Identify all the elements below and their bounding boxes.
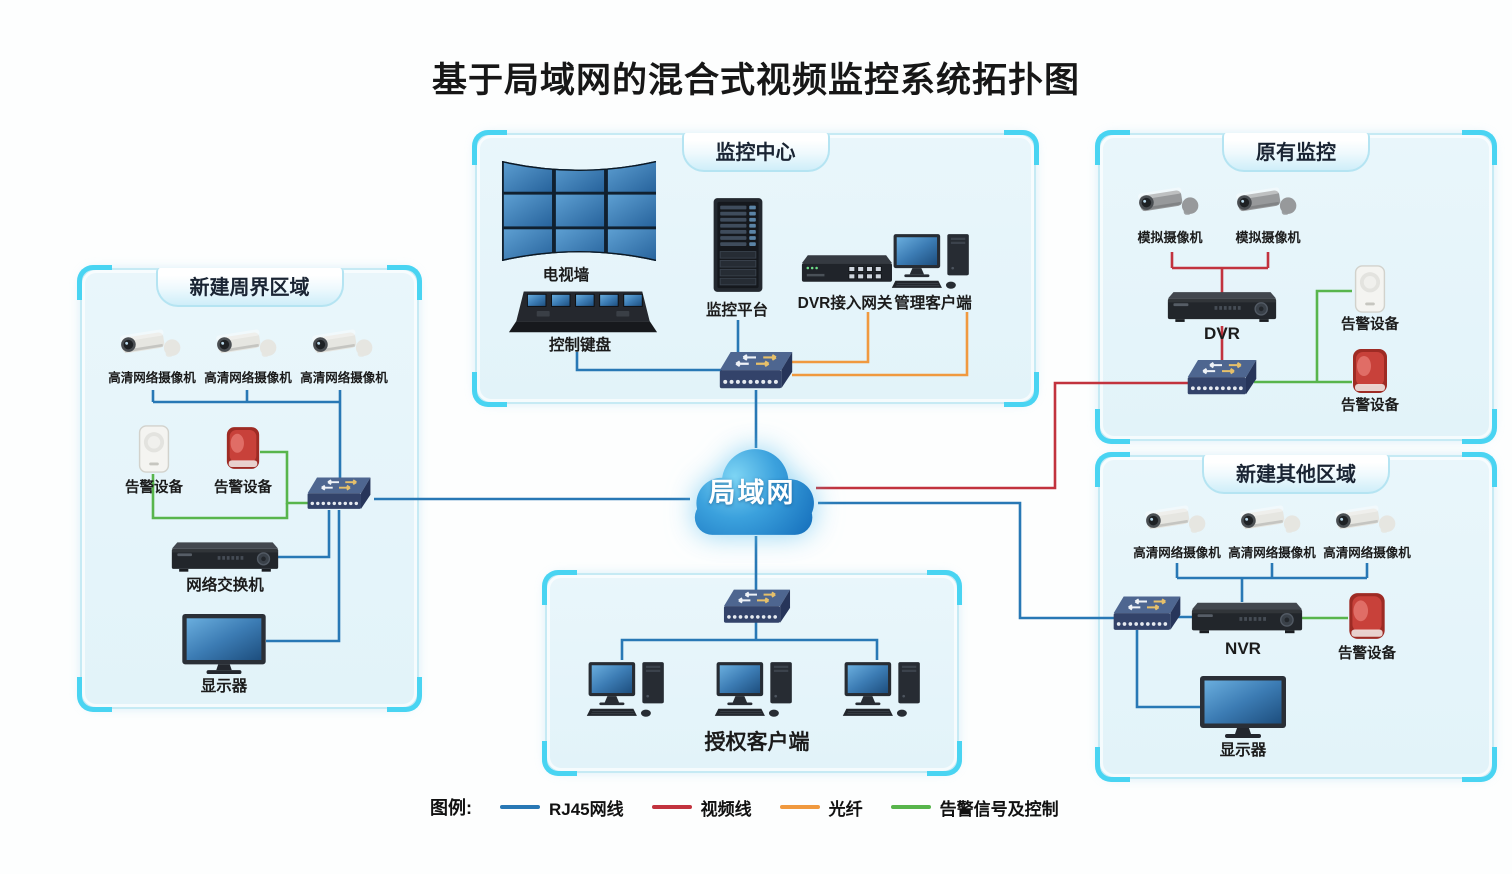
clients-label: 授权客户端 [704, 731, 810, 754]
ip-camera-label: 高清网络摄像机 [1228, 546, 1316, 560]
platform-server-icon [708, 192, 768, 298]
alarm-sensor-label: 告警设备 [125, 480, 183, 496]
zone-title-other-area: 新建其他区域 [1202, 455, 1390, 494]
wire-other-monitor [1135, 630, 1200, 709]
wire-perimeter-cams [151, 390, 342, 484]
switch-icon [1112, 594, 1182, 634]
analog-camera-icon [1138, 180, 1202, 224]
alarm-siren-icon [1350, 346, 1390, 396]
wire-client-fiber [792, 312, 969, 377]
wire-gateway-fiber [792, 312, 870, 364]
tv-wall-label: 电视墙 [542, 267, 590, 284]
ip-camera-icon [312, 322, 376, 366]
alarm-sensor-icon [1352, 264, 1388, 314]
ip-camera-label: 高清网络摄像机 [1133, 546, 1221, 560]
network-switch-label: 网络交换机 [186, 577, 264, 594]
legend-label-rj45: RJ45网线 [549, 799, 624, 819]
legend-swatch-alarm [890, 805, 931, 809]
ip-camera-icon [216, 322, 280, 366]
ip-camera-icon [120, 322, 184, 366]
legend-item-video: 视频线 [651, 795, 752, 820]
mgmt-client-label: 管理客户端 [894, 295, 972, 312]
alarm-siren-label: 告警设备 [1341, 398, 1399, 414]
nvr-label: NVR [1225, 639, 1261, 658]
legend-item-fiber: 光纤 [779, 795, 863, 820]
analog-camera-label: 模拟摄像机 [1137, 230, 1203, 245]
legend-swatch-rj45 [500, 805, 540, 809]
wire-perimeter-netswitch [276, 510, 331, 559]
monitor-label: 显示器 [1219, 742, 1267, 759]
wire-cloud-to-other [818, 501, 1116, 620]
wire-perimeter-monitor [266, 510, 341, 643]
ip-camera-icon [1240, 498, 1304, 542]
alarm-siren-label: 告警设备 [1338, 646, 1396, 662]
legend-item-rj45: RJ45网线 [500, 795, 624, 820]
mgmt-client-pc-icon [890, 230, 976, 292]
analog-camera-label: 模拟摄像机 [1235, 230, 1301, 245]
client-pc-icon [585, 658, 671, 720]
legend: 图例: RJ45网线 视频线 光纤 告警信号及控制 [430, 794, 1059, 820]
ip-camera-icon [1335, 498, 1399, 542]
switch-icon [718, 350, 794, 392]
dvr-icon [1166, 290, 1278, 324]
page-title: 基于局域网的混合式视频监控系统拓扑图 [431, 61, 1080, 100]
ip-camera-icon [1145, 498, 1209, 542]
alarm-sensor-icon [136, 424, 172, 474]
switch-icon [306, 474, 372, 514]
dvr-gateway-label: DVR接入网关 [797, 295, 893, 312]
monitor-label: 显示器 [200, 678, 248, 695]
ip-camera-label: 高清网络摄像机 [1323, 546, 1411, 560]
wire-perimeter-siren [260, 450, 310, 505]
legend-item-alarm: 告警信号及控制 [890, 795, 1059, 820]
alarm-siren-icon [1346, 590, 1388, 642]
lan-cloud-label: 局域网 [708, 477, 796, 508]
analog-camera-icon [1236, 180, 1300, 224]
control-keyboard-icon [508, 286, 658, 336]
wire-legacy-sensor [1315, 289, 1352, 382]
alarm-siren-label: 告警设备 [214, 480, 272, 496]
legend-swatch-fiber [779, 805, 820, 809]
client-pc-icon [841, 658, 927, 720]
alarm-sensor-label: 告警设备 [1341, 317, 1399, 333]
legend-title: 图例: [430, 798, 472, 818]
switch-icon [1186, 358, 1258, 398]
wire-keyboard-to-switch [575, 352, 722, 372]
ip-camera-label: 高清网络摄像机 [204, 371, 292, 385]
nvr-icon [1190, 600, 1304, 636]
switch-icon [722, 588, 792, 626]
ip-camera-label: 高清网络摄像机 [300, 371, 388, 385]
zone-title-monitoring-center: 监控中心 [681, 133, 830, 172]
wire-cloud-to-legacy [816, 381, 1190, 490]
dvr-gateway-icon [798, 252, 892, 286]
legend-label-alarm: 告警信号及控制 [939, 799, 1059, 819]
client-pc-icon [713, 658, 799, 720]
legend-swatch-video [651, 805, 692, 809]
zone-title-perimeter: 新建周界区域 [155, 268, 344, 307]
network-switch-device-icon [170, 540, 280, 574]
platform-label: 监控平台 [705, 302, 768, 319]
monitor-icon [1198, 674, 1288, 740]
dvr-label: DVR [1204, 324, 1240, 343]
tv-wall-icon [500, 158, 658, 264]
wire-other-cams [1175, 563, 1369, 602]
zone-title-legacy: 原有监控 [1222, 133, 1370, 172]
legend-label-video: 视频线 [700, 799, 752, 819]
legend-label-fiber: 光纤 [828, 799, 863, 819]
control-keyboard-label: 控制键盘 [548, 337, 611, 354]
alarm-siren-icon [224, 424, 262, 472]
wire-legacy-cams [1170, 252, 1270, 294]
ip-camera-label: 高清网络摄像机 [108, 371, 196, 385]
wire-perimeter-sensor [151, 474, 289, 520]
monitor-icon [180, 612, 268, 676]
